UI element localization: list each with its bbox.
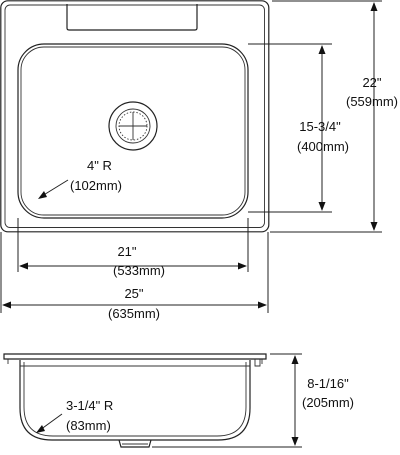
side-radius-label: 3-1/4" R bbox=[66, 398, 113, 413]
drain-outer-ring bbox=[108, 101, 158, 151]
inner-depth-metric: (400mm) bbox=[297, 139, 349, 154]
overall-depth-arrow-top bbox=[370, 2, 378, 11]
side-view: 3-1/4" R (83mm) 8-1/16" (205mm) bbox=[3, 353, 354, 448]
inner-width-arrow-right bbox=[238, 262, 247, 270]
side-view-flange bbox=[3, 353, 267, 360]
overall-width-arrow-left bbox=[2, 301, 11, 309]
inner-width-metric: (533mm) bbox=[113, 263, 165, 278]
overall-depth-arrow-bottom bbox=[370, 222, 378, 231]
bowl-radius-arrowhead bbox=[38, 191, 47, 199]
bowl-radius-label: 4" R bbox=[87, 158, 112, 173]
inner-width-arrow-left bbox=[19, 262, 28, 270]
height-metric: (205mm) bbox=[302, 395, 354, 410]
top-view: 4" R (102mm) 21" (533mm) 25" (635mm) 15-… bbox=[0, 0, 398, 321]
sink-rim-inner-edge bbox=[4, 4, 265, 228]
faucet-deck bbox=[66, 4, 198, 31]
sink-bowl bbox=[17, 43, 249, 219]
overall-depth-label: 22" bbox=[362, 75, 381, 90]
drain-inner-ring bbox=[115, 108, 151, 144]
sink-bowl-inner bbox=[20, 46, 246, 216]
drain bbox=[108, 101, 158, 151]
overall-width-metric: (635mm) bbox=[108, 306, 160, 321]
side-radius-leader bbox=[39, 413, 63, 431]
bowl-radius-leader bbox=[41, 179, 69, 197]
side-view-drain-outlet bbox=[118, 439, 152, 448]
inner-depth-label: 15-3/4" bbox=[299, 119, 341, 134]
inner-depth-arrow-bottom bbox=[318, 202, 326, 211]
sink-outer-rim bbox=[0, 0, 270, 233]
overall-depth-metric: (559mm) bbox=[346, 94, 398, 109]
side-view-bowl-inner-outline bbox=[23, 362, 247, 437]
side-view-bowl-outline bbox=[19, 360, 251, 441]
height-arrow-bottom bbox=[291, 437, 299, 446]
bowl-radius-metric: (102mm) bbox=[70, 178, 122, 193]
inner-width-label: 21" bbox=[117, 244, 136, 259]
side-view-mounting-clip bbox=[254, 359, 261, 367]
height-label: 8-1/16" bbox=[307, 376, 349, 391]
side-radius-arrowhead bbox=[36, 425, 45, 433]
side-radius-metric: (83mm) bbox=[66, 418, 111, 433]
overall-width-arrow-right bbox=[258, 301, 267, 309]
overall-width-label: 25" bbox=[124, 286, 143, 301]
inner-depth-arrow-top bbox=[318, 45, 326, 54]
height-arrow-top bbox=[291, 355, 299, 364]
